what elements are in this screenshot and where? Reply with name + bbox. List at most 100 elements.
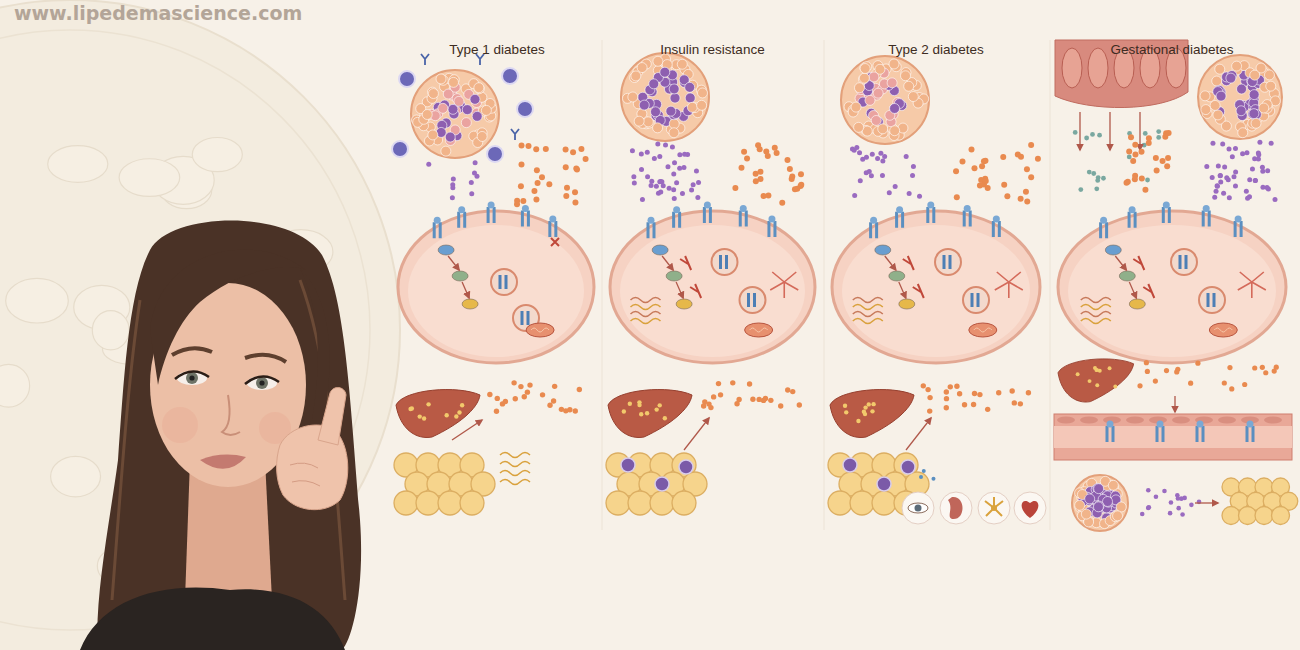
molecule-dot	[672, 196, 677, 201]
molecule-dot	[858, 178, 863, 183]
vessel-lumen	[1054, 426, 1292, 448]
molecule-dot	[1132, 176, 1138, 182]
molecule-dot	[1012, 400, 1017, 405]
insulin-receptor	[434, 222, 440, 238]
molecule-dot	[1263, 370, 1268, 375]
receptor-head	[1203, 205, 1210, 212]
pancreatic-islet	[1198, 55, 1282, 139]
molecule-dot	[672, 160, 677, 165]
molecule-dot	[1142, 187, 1148, 193]
molecule-dot	[925, 387, 930, 392]
islet-capsule	[1072, 475, 1128, 531]
signal-protein	[1129, 299, 1145, 309]
molecule-dot	[757, 146, 763, 152]
molecule-dot	[887, 190, 892, 195]
molecule-dot	[677, 166, 682, 171]
molecule-dot	[730, 380, 735, 385]
molecule-dot	[689, 187, 694, 192]
molecule-dot	[1210, 175, 1215, 180]
cytoplasm	[408, 225, 584, 357]
islet-capsule	[841, 56, 929, 144]
receptor-head	[458, 206, 465, 213]
glut-transporter	[944, 255, 950, 269]
molecule-dot	[1018, 196, 1024, 202]
molecule-dot	[632, 180, 637, 185]
beta-cell	[445, 132, 455, 142]
molecule-dot	[1143, 131, 1148, 136]
diagram-panel: Insulin resistance	[606, 40, 819, 535]
beta-cell	[1226, 73, 1236, 83]
alpha-cell	[1116, 502, 1126, 512]
panel-title: Type 1 diabetes	[394, 40, 600, 61]
watermark: www.lipedemascience.com	[14, 2, 302, 24]
beta-cell	[1236, 106, 1246, 116]
molecule-dot	[792, 186, 798, 192]
molecule-dot	[944, 389, 949, 394]
alpha-cell	[481, 105, 491, 115]
molecule-dot	[744, 156, 750, 162]
molecule-dot	[649, 179, 654, 184]
receptor-head	[896, 206, 903, 213]
molecule-dot	[652, 156, 657, 161]
molecule-dot	[474, 174, 479, 179]
villus	[1088, 48, 1108, 88]
molecule-dot	[1253, 178, 1258, 183]
alpha-cell	[1213, 110, 1223, 120]
molecule-dot	[671, 187, 676, 192]
molecule-dot	[657, 154, 662, 159]
alpha-cell	[1221, 121, 1231, 131]
fat-droplet	[454, 414, 458, 418]
receptor-head	[1163, 202, 1170, 209]
receptor-head	[870, 217, 877, 224]
pattern-cell	[119, 159, 180, 197]
flow-arrow	[1079, 112, 1080, 150]
molecule-dot	[1265, 168, 1270, 173]
insulin-receptor	[1163, 207, 1169, 223]
molecule-dot	[1139, 175, 1145, 181]
molecule-dot	[533, 146, 539, 152]
beta-cell	[448, 104, 458, 114]
beta-cell	[1237, 84, 1247, 94]
flow-arrow	[462, 282, 469, 298]
flow-arrow	[452, 420, 482, 440]
molecule-dot	[852, 193, 857, 198]
molecule-dot	[922, 469, 926, 473]
glut-vesicle	[1199, 287, 1225, 313]
glut-transporter	[749, 293, 755, 307]
vessel-wall	[1054, 414, 1292, 460]
flow-arrow	[1174, 396, 1175, 412]
flow-arrow	[1139, 112, 1140, 150]
adipocyte	[460, 491, 484, 515]
fat-droplet	[1076, 372, 1080, 376]
endothelial-cell	[1218, 417, 1236, 424]
molecule-dot	[850, 147, 855, 152]
cytoplasm	[620, 225, 805, 357]
molecule-dot	[570, 149, 576, 155]
lips	[200, 455, 246, 469]
molecule-dot	[784, 157, 790, 163]
signal-protein	[899, 299, 915, 309]
molecule-dot	[494, 409, 499, 414]
lashes	[245, 376, 279, 384]
alpha-cell	[878, 124, 888, 134]
insulin-receptor	[1129, 212, 1135, 228]
molecule-dot	[1144, 360, 1149, 365]
alpha-cell	[1264, 70, 1274, 80]
pattern-cell	[48, 146, 108, 183]
adipocyte	[438, 491, 462, 515]
alpha-cell	[890, 126, 900, 136]
molecule-dot	[1166, 130, 1172, 136]
molecule-dot	[919, 475, 923, 479]
molecule-dot	[572, 189, 578, 195]
molecule-dot	[882, 154, 887, 159]
glut-transporter	[500, 275, 506, 289]
molecule-dot	[1168, 511, 1173, 516]
adipocyte	[1222, 507, 1240, 525]
molecule-dot	[798, 182, 804, 188]
receptor-head	[704, 202, 711, 209]
molecule-dot	[785, 387, 790, 392]
molecule-dot	[711, 394, 716, 399]
molecule-dot	[1101, 176, 1106, 181]
glut-vesicle	[491, 269, 517, 295]
receptor-head	[434, 217, 441, 224]
